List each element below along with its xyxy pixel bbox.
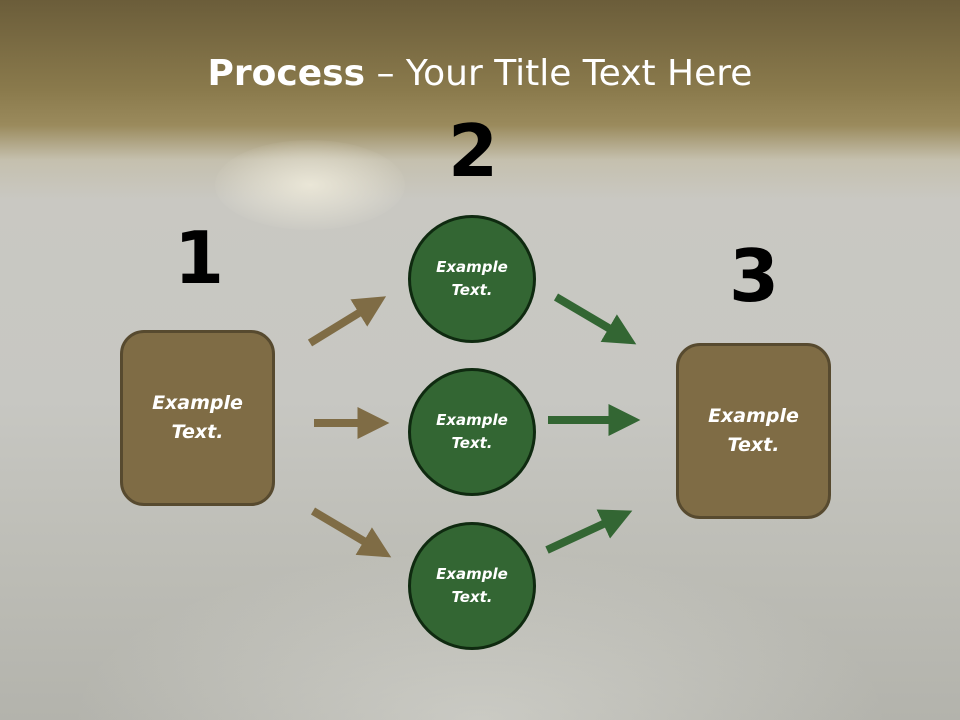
step-2-circle-middle: Example Text.	[408, 368, 536, 496]
arrow-circle3-to-box3	[545, 509, 633, 554]
circle-top-line1: Example	[436, 258, 508, 276]
step-2-number: 2	[447, 109, 499, 193]
step-3-number: 3	[728, 234, 780, 318]
arrow-box1-to-circle3	[310, 507, 392, 558]
step-1-box: Example Text.	[120, 330, 275, 506]
slide-title: Process – Your Title Text Here	[0, 52, 960, 96]
circle-middle-line1: Example	[436, 411, 508, 429]
sun-glow	[215, 140, 405, 230]
step-3-box: Example Text.	[676, 343, 831, 519]
circle-bottom-line2: Text.	[451, 588, 493, 606]
step-2-circle-bottom: Example Text.	[408, 522, 536, 650]
circle-bottom-line1: Example	[436, 565, 508, 583]
step-1-box-line1: Example	[152, 392, 243, 414]
circle-middle-line2: Text.	[451, 434, 493, 452]
circle-top-line2: Text.	[451, 281, 493, 299]
title-bold: Process	[207, 53, 366, 94]
step-1-box-line2: Text.	[171, 421, 224, 443]
step-3-box-line1: Example	[708, 405, 799, 427]
step-3-box-line2: Text.	[727, 434, 780, 456]
arrow-box1-to-circle1	[307, 296, 387, 347]
arrow-circle1-to-box3	[553, 293, 637, 345]
step-2-circle-top: Example Text.	[408, 215, 536, 343]
title-rest: – Your Title Text Here	[365, 53, 753, 94]
step-1-number: 1	[173, 216, 225, 300]
